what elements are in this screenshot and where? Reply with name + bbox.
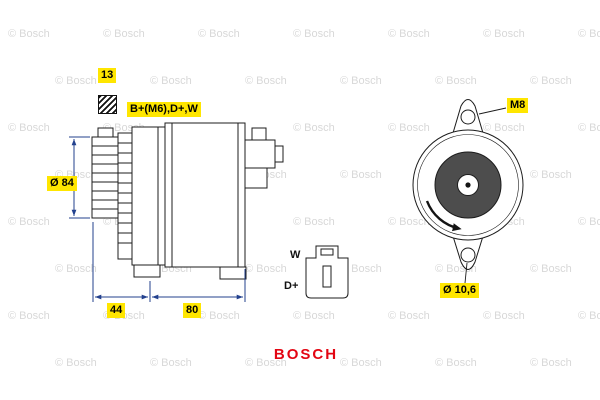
section-hatch [98, 95, 117, 114]
terminals-label: B+(M6),D+,W [127, 102, 201, 117]
watermark-text: © Bosch [578, 122, 600, 134]
watermark-text: © Bosch [245, 75, 287, 87]
watermark-text: © Bosch [293, 310, 335, 322]
watermark-text: © Bosch [103, 28, 145, 40]
watermark-text: © Bosch [245, 357, 287, 369]
watermark-text: © Bosch [388, 122, 430, 134]
watermark-text: © Bosch [55, 357, 97, 369]
watermark-text: © Bosch [530, 263, 572, 275]
watermark-text: © Bosch [150, 75, 192, 87]
watermark-text: © Bosch [198, 310, 240, 322]
bosch-logo: BOSCH [273, 346, 339, 363]
watermark-text: © Bosch [340, 357, 382, 369]
watermark-text: © Bosch [388, 310, 430, 322]
watermark-text: © Bosch [340, 75, 382, 87]
watermark-text: © Bosch [483, 310, 525, 322]
watermark-text: © Bosch [8, 122, 50, 134]
watermark-text: © Bosch [530, 75, 572, 87]
watermark-text: © Bosch [55, 263, 97, 275]
watermark-text: © Bosch [8, 216, 50, 228]
watermark-text: © Bosch [388, 216, 430, 228]
key-width-label: 13 [98, 68, 117, 83]
watermark-text: © Bosch [530, 357, 572, 369]
dim-44-label: 44 [107, 303, 126, 318]
watermark-text: © Bosch [435, 357, 477, 369]
watermark-text: © Bosch [198, 28, 240, 40]
dimension-lines [69, 136, 246, 302]
watermark-text: © Bosch [340, 263, 382, 275]
watermark-text: © Bosch [55, 75, 97, 87]
rear-view [412, 99, 524, 284]
watermark-text: © Bosch [150, 357, 192, 369]
watermark-text: © Bosch [483, 28, 525, 40]
watermark-text: © Bosch [293, 216, 335, 228]
connector-dplus-label: D+ [284, 280, 299, 292]
watermark-text: © Bosch [578, 216, 600, 228]
watermark-text: © Bosch [530, 169, 572, 181]
dim-80-label: 80 [183, 303, 202, 318]
pulley-diameter-label: Ø 84 [47, 176, 77, 191]
connector-w-label: W [290, 249, 301, 261]
watermark-text: © Bosch [293, 122, 335, 134]
watermark-text: © Bosch [483, 122, 525, 134]
watermark-text: © Bosch [340, 169, 382, 181]
watermark-text: © Bosch [435, 75, 477, 87]
watermark-text: © Bosch [8, 310, 50, 322]
watermark-text: © Bosch [388, 28, 430, 40]
thread-size-label: M8 [507, 98, 529, 113]
hole-diameter-label: Ø 10,6 [440, 283, 480, 298]
watermark-text: © Bosch [245, 263, 287, 275]
watermark-text: © Bosch [293, 28, 335, 40]
watermark-text: © Bosch [578, 28, 600, 40]
side-view [91, 122, 284, 280]
watermark-text: © Bosch [578, 310, 600, 322]
watermark-text: © Bosch [8, 28, 50, 40]
rotation-arrow-icon [425, 200, 462, 232]
connector-view [305, 245, 349, 299]
